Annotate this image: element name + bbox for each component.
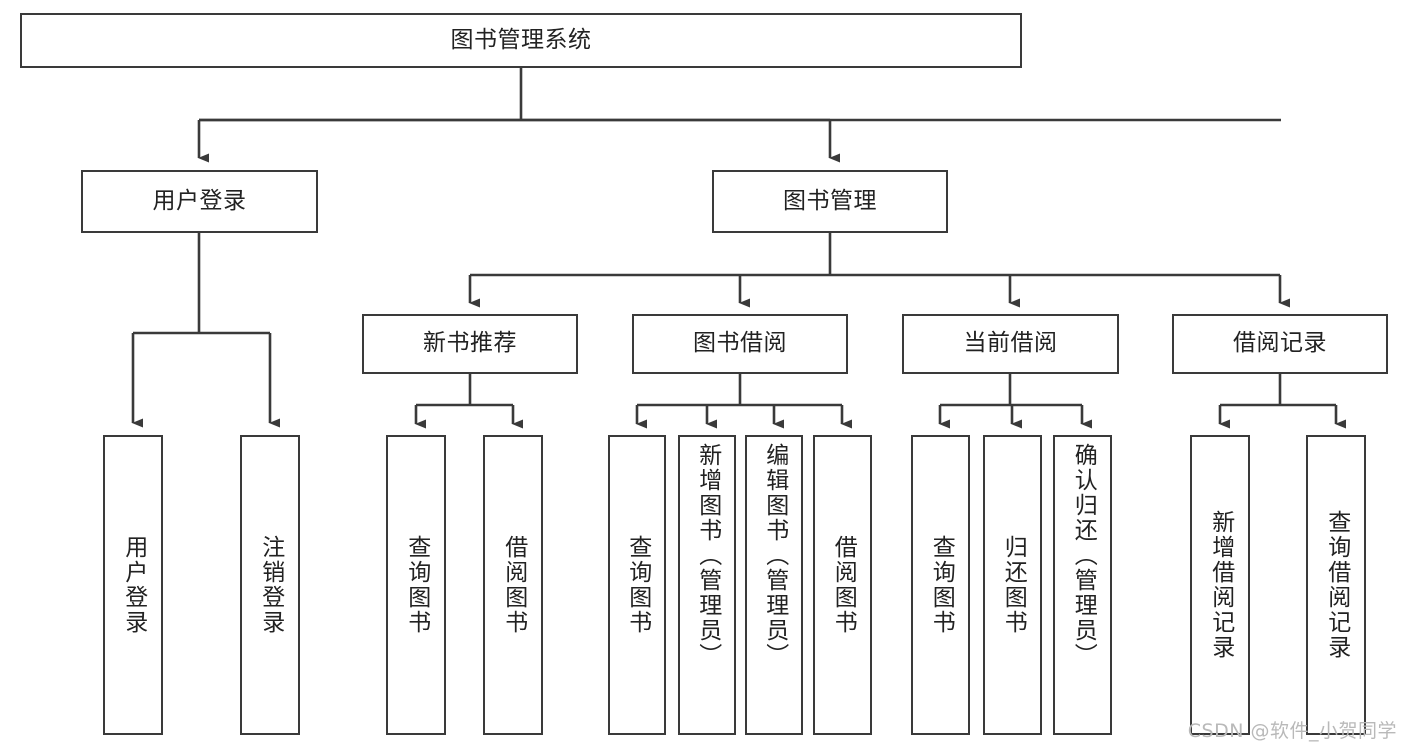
node-label: 借阅图书: [500, 535, 527, 635]
node-label: 确认归还（管理员）: [1070, 443, 1097, 668]
node-label: 编辑图书（管理员）: [761, 443, 788, 668]
node-leaf-borrow-book[interactable]: 借阅图书: [813, 435, 872, 735]
node-leaf-query-book-current[interactable]: 查询图书: [911, 435, 970, 735]
node-label: 图书管理系统: [450, 26, 592, 53]
node-leaf-return-book[interactable]: 归还图书: [983, 435, 1042, 735]
node-leaf-add-borrow-record[interactable]: 新增借阅记录: [1190, 435, 1250, 735]
node-label: 借阅图书: [830, 535, 857, 635]
node-label: 图书借阅: [693, 330, 787, 357]
node-label: 新增借阅记录: [1207, 510, 1234, 660]
node-label: 用户登录: [120, 535, 147, 635]
node-label: 借阅记录: [1233, 330, 1327, 357]
node-label: 查询图书: [624, 535, 651, 635]
node-label: 当前借阅: [963, 330, 1058, 357]
node-label: 图书管理: [783, 187, 877, 214]
node-label: 归还图书: [1000, 535, 1027, 635]
node-new-book-recommend[interactable]: 新书推荐: [362, 314, 578, 374]
node-label: 查询借阅记录: [1323, 510, 1350, 660]
node-label: 注销登录: [257, 535, 284, 635]
node-label: 用户登录: [152, 187, 247, 214]
node-book-manage[interactable]: 图书管理: [712, 170, 948, 233]
node-leaf-borrow-book-recommend[interactable]: 借阅图书: [483, 435, 543, 735]
node-leaf-user-login[interactable]: 用户登录: [103, 435, 163, 735]
node-root[interactable]: 图书管理系统: [20, 13, 1022, 68]
node-leaf-add-book-admin[interactable]: 新增图书（管理员）: [678, 435, 736, 735]
node-label: 新增图书（管理员）: [694, 443, 721, 668]
node-borrow-record[interactable]: 借阅记录: [1172, 314, 1388, 374]
node-current-borrow[interactable]: 当前借阅: [902, 314, 1119, 374]
node-leaf-confirm-return-admin[interactable]: 确认归还（管理员）: [1053, 435, 1112, 735]
node-leaf-edit-book-admin[interactable]: 编辑图书（管理员）: [745, 435, 803, 735]
node-leaf-query-borrow-record[interactable]: 查询借阅记录: [1306, 435, 1366, 735]
node-label: 查询图书: [403, 535, 430, 635]
node-label: 新书推荐: [423, 330, 517, 357]
node-book-borrow[interactable]: 图书借阅: [632, 314, 848, 374]
node-leaf-query-book-borrow[interactable]: 查询图书: [608, 435, 666, 735]
node-label: 查询图书: [928, 535, 955, 635]
node-leaf-query-book-recommend[interactable]: 查询图书: [386, 435, 446, 735]
node-user-login[interactable]: 用户登录: [81, 170, 318, 233]
node-leaf-user-logout[interactable]: 注销登录: [240, 435, 300, 735]
watermark: CSDN @软件_小贺同学: [1187, 720, 1397, 742]
